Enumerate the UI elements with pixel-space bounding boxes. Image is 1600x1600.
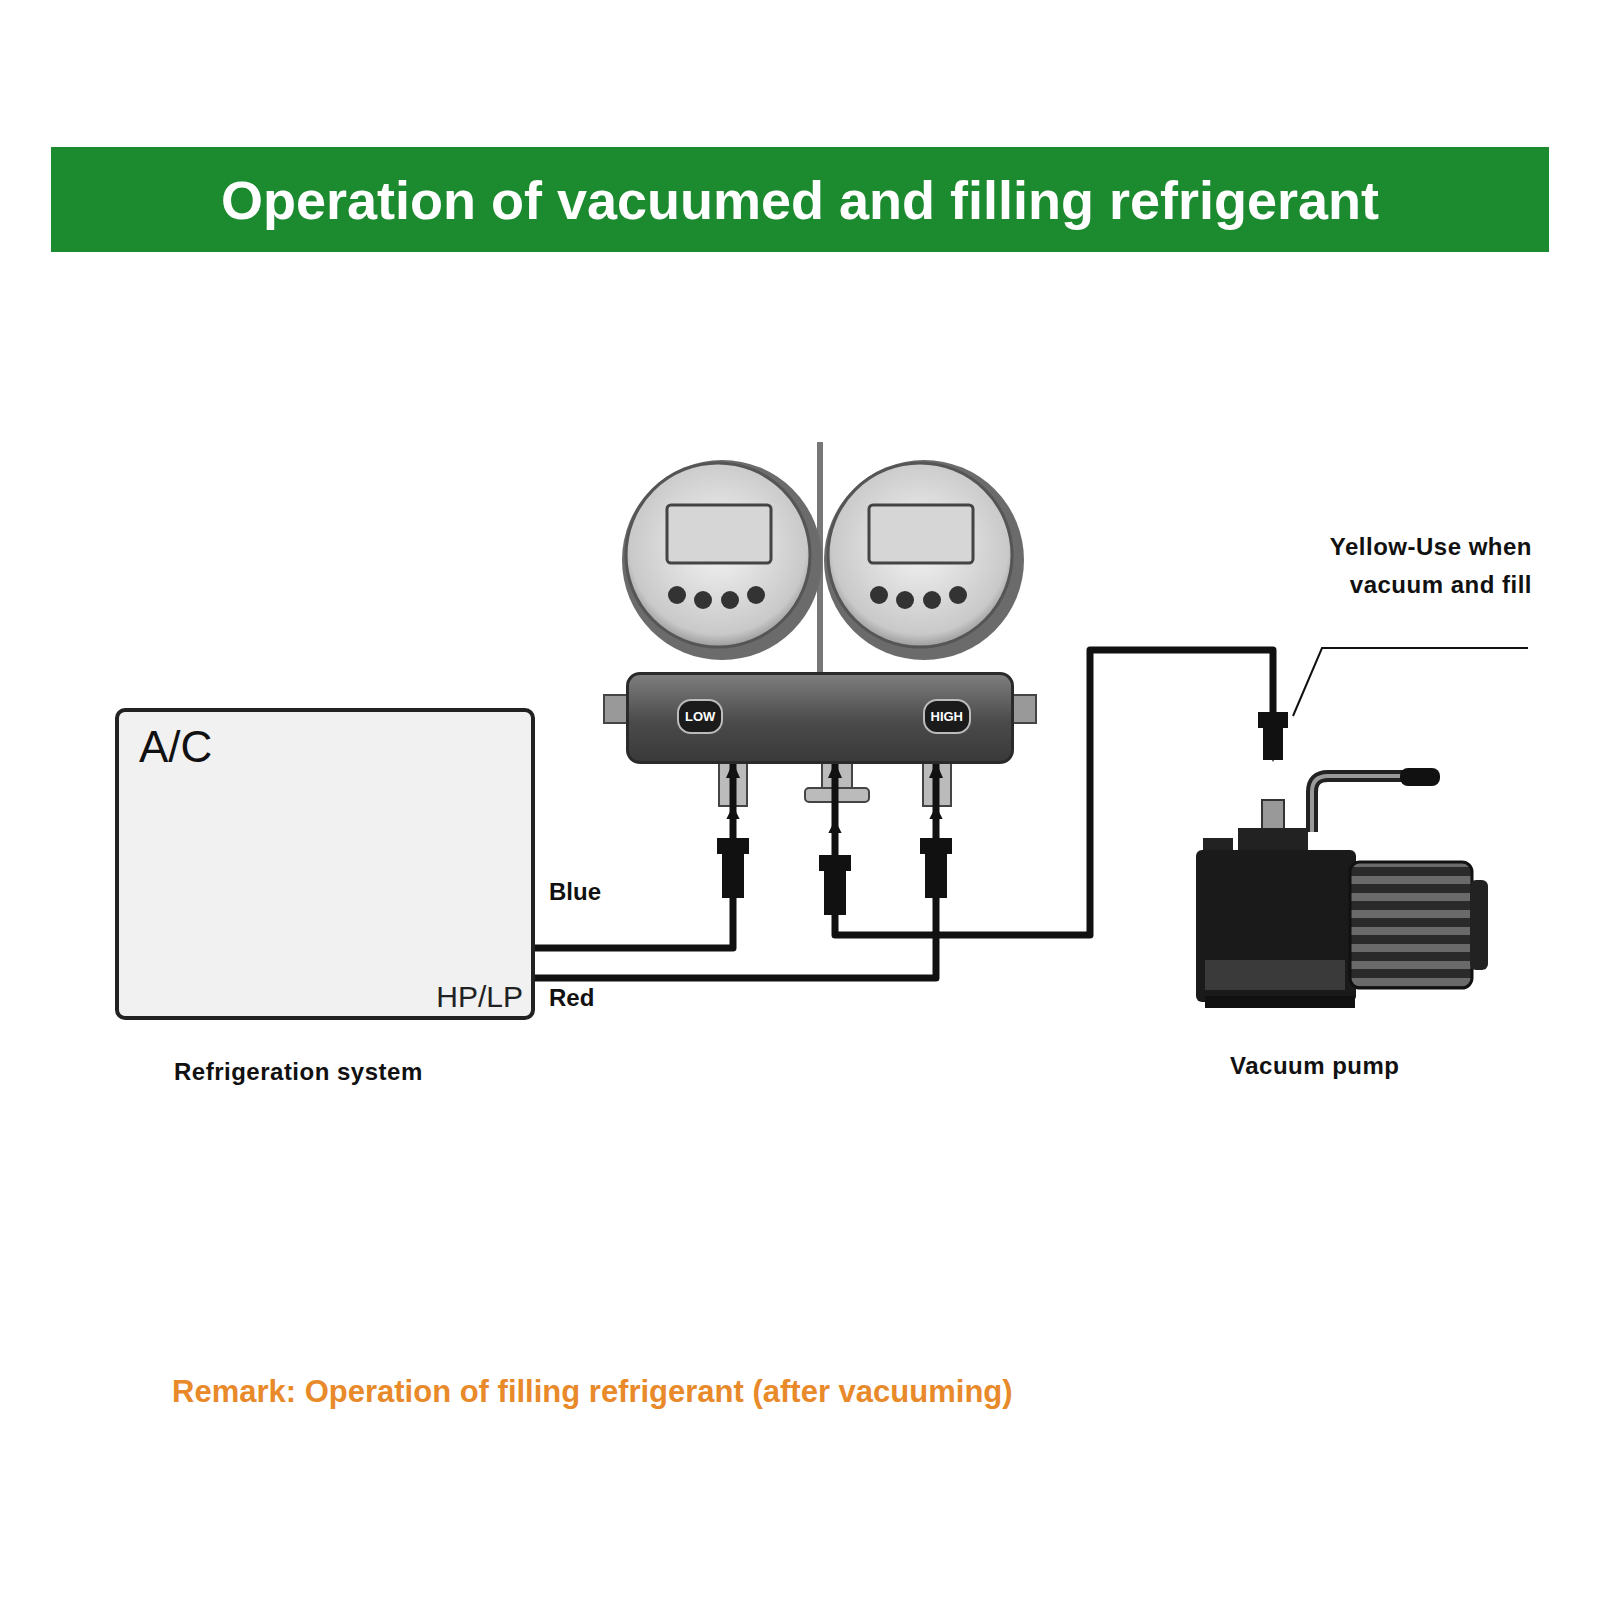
remark-note: Remark: Operation of filling refrigerant… bbox=[172, 1374, 1013, 1410]
title-text: Operation of vacuumed and filling refrig… bbox=[221, 169, 1379, 231]
port-label: HP/LP bbox=[436, 980, 523, 1014]
high-gauge bbox=[824, 460, 1024, 660]
vacuum-pump-area: Vacuum pump bbox=[1190, 760, 1500, 1080]
valve-label: LOW bbox=[677, 699, 723, 734]
manifold-body: LOW HIGH bbox=[626, 672, 1014, 764]
hose-line bbox=[535, 764, 936, 978]
hose-color-label: Red bbox=[546, 984, 597, 1012]
leader-line bbox=[1293, 648, 1528, 716]
hose-callout: Yellow-Use when vacuum and fill bbox=[1262, 528, 1532, 604]
low-gauge bbox=[622, 460, 822, 660]
valve-label: HIGH bbox=[923, 699, 972, 734]
hose-color-label: Blue bbox=[546, 878, 604, 906]
title-band: Operation of vacuumed and filling refrig… bbox=[51, 147, 1549, 252]
system-label: Refrigeration system bbox=[174, 1058, 423, 1086]
vacuum-pump bbox=[1196, 768, 1488, 1008]
unit-name: A/C bbox=[139, 722, 212, 772]
pump-label: Vacuum pump bbox=[1230, 1052, 1400, 1080]
ac-unit-box: A/CHP/LPRefrigeration system bbox=[115, 708, 535, 1020]
hose-line bbox=[535, 764, 733, 948]
